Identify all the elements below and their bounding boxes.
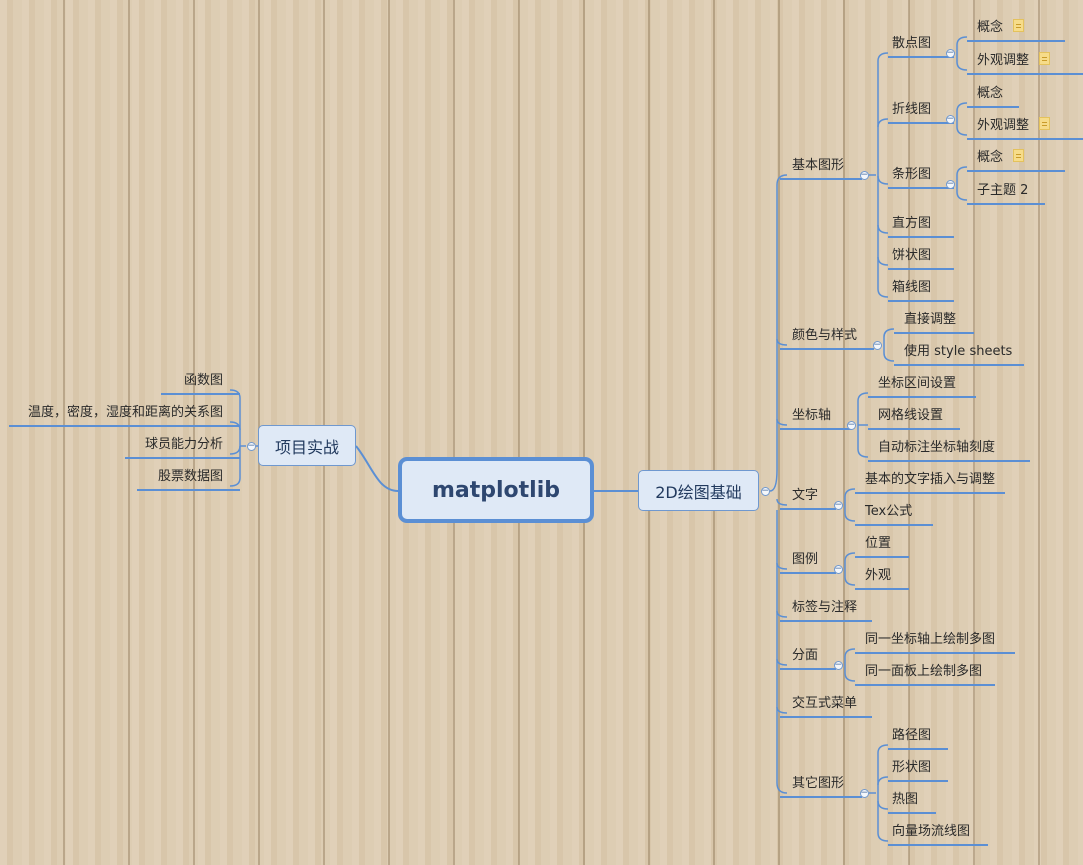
topic-0-0-toggle[interactable]: −	[945, 47, 955, 58]
topic-0-toggle[interactable]: −	[859, 169, 869, 180]
topic-0-1[interactable]: 折线图	[892, 102, 932, 117]
topic-0-2-1[interactable]: 子主题 2	[977, 183, 1029, 198]
topic-2[interactable]: 坐标轴	[792, 408, 832, 423]
topic-3-toggle[interactable]: −	[833, 499, 843, 510]
branch-collapse-toggle[interactable]: −	[760, 485, 770, 496]
topic-4[interactable]: 图例	[792, 552, 819, 567]
note-icon-0-2-0[interactable]	[1013, 149, 1024, 162]
topic-0-0-1[interactable]: 外观调整	[977, 53, 1030, 68]
topic-8-toggle[interactable]: −	[859, 787, 869, 798]
topic-7[interactable]: 交互式菜单	[792, 696, 858, 711]
topic-8-3[interactable]: 向量场流线图	[892, 824, 971, 839]
topic-8-2[interactable]: 热图	[892, 792, 919, 807]
topic-0-0[interactable]: 散点图	[892, 36, 932, 51]
topic-0-1-1[interactable]: 外观调整	[977, 118, 1030, 133]
topic-3-0[interactable]: 基本的文字插入与调整	[865, 472, 996, 487]
topic-0-2-0[interactable]: 概念	[977, 150, 1004, 165]
note-icon-0-0-1[interactable]	[1039, 52, 1050, 65]
topic-1-toggle[interactable]: −	[872, 339, 882, 350]
root-node[interactable]: matplotlib	[398, 457, 594, 523]
topic-0-1-0[interactable]: 概念	[977, 86, 1004, 101]
topic-1-1[interactable]: 使用 style sheets	[904, 344, 1013, 359]
left-branch-toggle[interactable]: −	[246, 440, 256, 451]
branch-2d-plotting-basics[interactable]: 2D绘图基础	[638, 470, 759, 511]
topic-0-2-toggle[interactable]: −	[945, 178, 955, 189]
topic-0-0-0[interactable]: 概念	[977, 20, 1004, 35]
topic-8[interactable]: 其它图形	[792, 776, 845, 791]
topic-3-1[interactable]: Tex公式	[865, 504, 913, 519]
topic-0-3[interactable]: 直方图	[892, 216, 932, 231]
topic-2-toggle[interactable]: −	[846, 419, 856, 430]
topic-5[interactable]: 标签与注释	[792, 600, 858, 615]
topic-0-5[interactable]: 箱线图	[892, 280, 932, 295]
topic-2-2[interactable]: 自动标注坐标轴刻度	[878, 440, 996, 455]
topic-6[interactable]: 分面	[792, 648, 819, 663]
topic-0-1-toggle[interactable]: −	[945, 113, 955, 124]
branch-project-practice[interactable]: 项目实战	[258, 425, 356, 466]
topic-4-0[interactable]: 位置	[865, 536, 892, 551]
note-icon-0-0-0[interactable]	[1013, 19, 1024, 32]
topic-4-toggle[interactable]: −	[833, 563, 843, 574]
topic-6-toggle[interactable]: −	[833, 659, 843, 670]
topic-6-0[interactable]: 同一坐标轴上绘制多图	[865, 632, 996, 647]
topic-6-1[interactable]: 同一面板上绘制多图	[865, 664, 983, 679]
topic-2-1[interactable]: 网格线设置	[878, 408, 944, 423]
topic-1-0[interactable]: 直接调整	[904, 312, 957, 327]
project-item-1[interactable]: 温度，密度，湿度和距离的关系图	[27, 405, 223, 420]
topic-0-2[interactable]: 条形图	[892, 167, 932, 182]
topic-0-4[interactable]: 饼状图	[892, 248, 932, 263]
topic-2-0[interactable]: 坐标区间设置	[878, 376, 957, 391]
topic-1[interactable]: 颜色与样式	[792, 328, 858, 343]
project-item-2[interactable]: 球员能力分析	[144, 437, 223, 452]
note-icon-0-1-1[interactable]	[1039, 117, 1050, 130]
topic-0[interactable]: 基本图形	[792, 158, 845, 173]
topic-4-1[interactable]: 外观	[865, 568, 892, 583]
project-item-0[interactable]: 函数图	[183, 373, 223, 388]
project-item-3[interactable]: 股票数据图	[157, 469, 223, 484]
topic-8-1[interactable]: 形状图	[892, 760, 932, 775]
topic-3[interactable]: 文字	[792, 488, 819, 503]
topic-8-0[interactable]: 路径图	[892, 728, 932, 743]
